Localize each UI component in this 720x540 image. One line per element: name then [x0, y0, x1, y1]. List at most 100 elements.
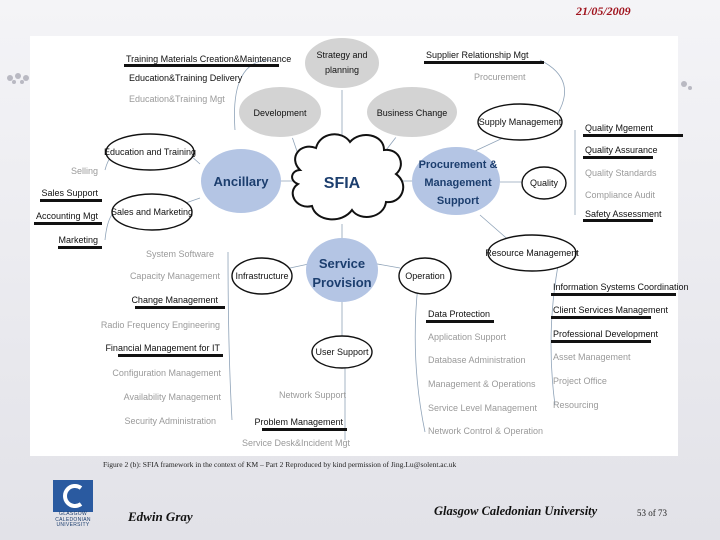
node-user-support	[311, 335, 373, 369]
skill-label: Availability Management	[124, 392, 222, 402]
node-label-education: Education and Training	[104, 147, 196, 157]
hub-label-procurement-2: Management	[424, 177, 492, 189]
skill-label: Compliance Audit	[585, 190, 656, 200]
skill-label: Network Support	[279, 390, 347, 400]
skill-label: Information Systems Coordination	[553, 282, 689, 292]
node-supply	[477, 103, 563, 141]
skill-label: Client Services Management	[553, 305, 669, 315]
node-label-strategy-2: planning	[325, 65, 359, 75]
skill-label: Project Office	[553, 376, 607, 386]
underline-bar	[124, 64, 279, 67]
node-label-resource: Resource Management	[485, 248, 579, 258]
node-strategy	[303, 36, 381, 90]
skill-label: Data Protection	[428, 309, 490, 319]
skill-label: Change Management	[131, 295, 218, 305]
node-business-change	[365, 85, 459, 139]
underline-bar	[135, 306, 225, 309]
author-name: Edwin Gray	[128, 509, 193, 524]
skill-label: Security Administration	[124, 416, 216, 426]
node-label-strategy-1: Strategy and	[316, 50, 367, 60]
skill-label: Network Control & Operation	[428, 426, 543, 436]
skill-label: Selling	[71, 166, 98, 176]
underline-bar	[424, 61, 544, 64]
node-operation	[398, 257, 452, 295]
hub-label-procurement-1: Procurement &	[419, 159, 498, 171]
skill-label: Database Administration	[428, 355, 526, 365]
bracket-training	[234, 59, 271, 131]
underline-bar	[551, 293, 676, 296]
gcu-logo-icon	[53, 480, 93, 512]
underline-bar	[40, 199, 102, 202]
hub-ancillary	[201, 149, 281, 213]
underline-bar	[583, 134, 683, 137]
skill-label: Supplier Relationship Mgt	[426, 50, 529, 60]
bracket-supplier	[539, 59, 565, 119]
node-label-infrastructure: Infrastructure	[235, 271, 288, 281]
skill-label: Radio Frequency Engineering	[101, 320, 220, 330]
node-infrastructure	[231, 257, 293, 295]
bracket-operation	[414, 284, 426, 433]
bracket-resource	[550, 254, 561, 406]
hub-procurement	[412, 147, 500, 215]
page-number: 53 of 73	[637, 508, 667, 518]
skill-label: Accounting Mgt	[36, 211, 99, 221]
underline-bar	[426, 320, 494, 323]
node-label-user-support: User Support	[315, 347, 369, 357]
node-label-development: Development	[253, 108, 307, 118]
skill-label: Asset Management	[553, 352, 631, 362]
skill-label: Service Desk&Incident Mgt	[242, 438, 351, 448]
skill-label: Resourcing	[553, 400, 599, 410]
skill-label: Capacity Management	[130, 271, 221, 281]
skill-label: System Software	[146, 249, 214, 259]
underline-bar	[34, 222, 102, 225]
skill-label: Financial Management for IT	[105, 343, 220, 353]
node-resource	[487, 234, 577, 272]
underline-bar	[583, 219, 653, 222]
underline-bar	[58, 246, 102, 249]
underline-bar	[118, 354, 223, 357]
node-label-quality: Quality	[530, 178, 559, 188]
skill-label: Quality Standards	[585, 168, 657, 178]
decorative-dots-left	[7, 73, 29, 84]
skill-label: Professional Development	[553, 329, 659, 339]
node-label-sales: Sales and Marketing	[111, 207, 193, 217]
skill-label: Configuration Management	[112, 368, 221, 378]
skill-label: Application Support	[428, 332, 507, 342]
gcu-logo-text: GLASGOW CALEDONIAN UNIVERSITY	[55, 511, 91, 528]
node-label-supply: Supply Management	[479, 117, 562, 127]
skill-label: Education&Training Delivery	[129, 73, 243, 83]
node-quality	[521, 166, 567, 200]
underline-bar	[551, 340, 651, 343]
underline-bar	[551, 316, 651, 319]
node-education	[105, 133, 195, 171]
bracket-infra	[227, 251, 233, 421]
skill-label: Quality Mgement	[585, 123, 654, 133]
skill-label: Service Level Management	[428, 403, 538, 413]
hub-label-procurement-3: Support	[437, 195, 479, 207]
underline-bar	[262, 428, 347, 431]
hub-label-service-1: Service	[319, 256, 365, 271]
figure-caption: Figure 2 (b): SFIA framework in the cont…	[103, 460, 457, 469]
skill-label: Education&Training Mgt	[129, 94, 225, 104]
university-name: Glasgow Caledonian University	[434, 504, 598, 518]
hub-service-provision	[306, 238, 378, 302]
hub-label-service-2: Provision	[312, 275, 371, 290]
slide-date: 21/05/2009	[576, 4, 631, 18]
skill-label: Safety Assessment	[585, 209, 662, 219]
decorative-dots-right	[681, 81, 692, 90]
hub-sfia-cloud	[291, 133, 405, 221]
skill-label: Management & Operations	[428, 379, 536, 389]
node-label-operation: Operation	[405, 271, 445, 281]
hub-label-ancillary: Ancillary	[214, 174, 270, 189]
node-sales	[111, 193, 193, 231]
underline-bar	[583, 156, 653, 159]
skill-label: Marketing	[58, 235, 98, 245]
hub-label-sfia: SFIA	[324, 175, 361, 192]
skill-label: Procurement	[474, 72, 526, 82]
node-label-business-change: Business Change	[377, 108, 448, 118]
skill-label: Training Materials Creation&Maintenance	[126, 54, 291, 64]
skill-label: Problem Management	[254, 417, 343, 427]
node-development	[237, 85, 323, 139]
skill-label: Quality Assurance	[585, 145, 658, 155]
